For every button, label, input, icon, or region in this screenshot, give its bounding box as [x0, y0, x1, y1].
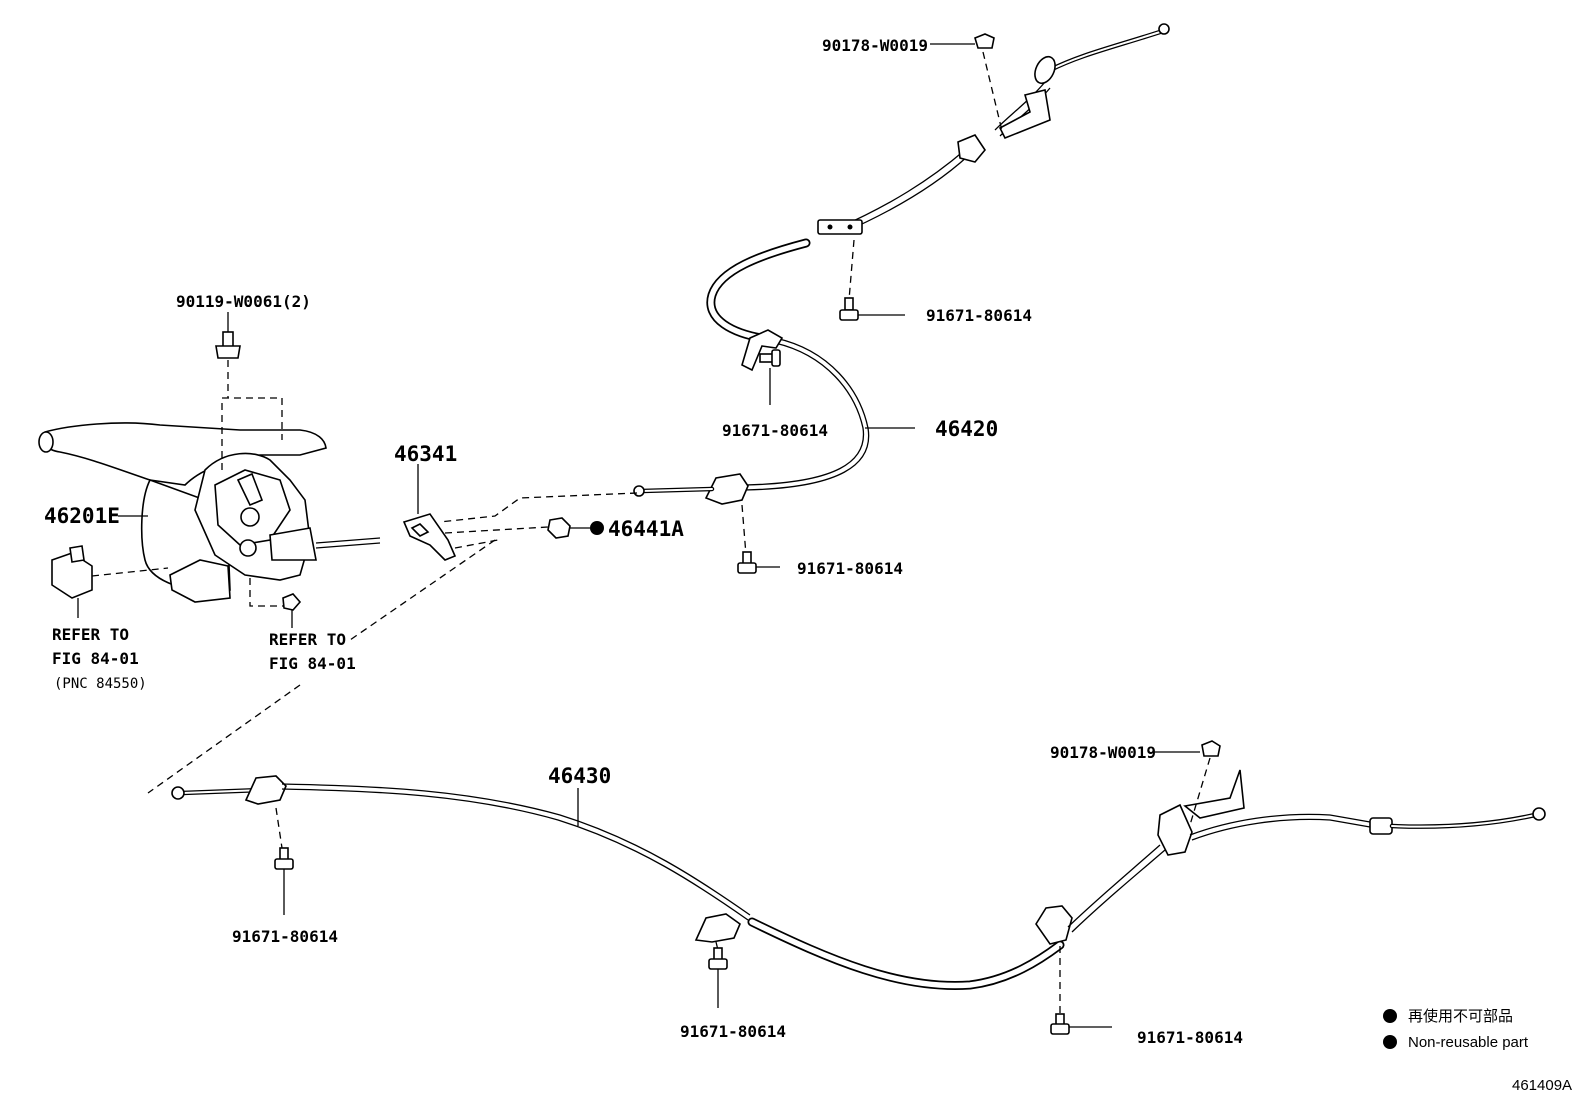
legend-bullet-en [1383, 1035, 1397, 1049]
label-46430: 46430 [548, 764, 611, 788]
non-reusable-marker-46441A [590, 521, 604, 535]
label-46420: 46420 [935, 417, 998, 441]
cable-46430 [171, 769, 1546, 991]
label-91671-a: 91671-80614 [926, 306, 1032, 325]
label-91671-e: 91671-80614 [680, 1022, 786, 1041]
label-46341: 46341 [394, 442, 457, 466]
refer-1-line-2: FIG 84-01 [52, 649, 139, 668]
legend-bullet-jp [1383, 1009, 1397, 1023]
legend-jp: 再使用不可部品 [1408, 1008, 1513, 1025]
parking-brake-lever-46201E [38, 422, 381, 603]
bolt-91671-f [1050, 1013, 1112, 1035]
label-91671-b: 91671-80614 [722, 421, 828, 440]
refer-2-line-2: FIG 84-01 [269, 654, 356, 673]
figure-id: 461409A [1512, 1077, 1572, 1094]
legend-en: Non-reusable part [1408, 1034, 1529, 1051]
bolt-91671-d [274, 847, 294, 915]
legend: 再使用不可部品 Non-reusable part [1383, 1008, 1529, 1051]
nut-90178-bot [1155, 740, 1221, 826]
label-90119: 90119-W0061(2) [176, 292, 311, 311]
clip-refer [282, 593, 302, 628]
refer-1-line-3: (PNC 84550) [54, 676, 147, 692]
label-91671-d: 91671-80614 [232, 927, 338, 946]
label-46201E: 46201E [44, 504, 120, 528]
label-91671-c: 91671-80614 [797, 559, 903, 578]
label-91671-f: 91671-80614 [1137, 1028, 1243, 1047]
nut-90178-top [930, 33, 995, 49]
equalizer-46341 [402, 464, 549, 561]
refer-1-line-1: REFER TO [52, 625, 129, 644]
label-90178-top: 90178-W0019 [822, 36, 928, 55]
bolt-91671-a [839, 297, 905, 321]
switch-refer-block [51, 545, 169, 618]
bolt-91671-e [708, 947, 728, 1008]
label-90178-bot: 90178-W0019 [1050, 743, 1156, 762]
cable-46420 [633, 23, 1170, 505]
bolt-91671-b [759, 349, 781, 405]
label-46441A: 46441A [608, 517, 684, 541]
bolt-91671-c [737, 551, 780, 574]
bolt-90119 [215, 312, 241, 398]
nut-46441A [547, 517, 604, 539]
refer-2-line-1: REFER TO [269, 630, 346, 649]
